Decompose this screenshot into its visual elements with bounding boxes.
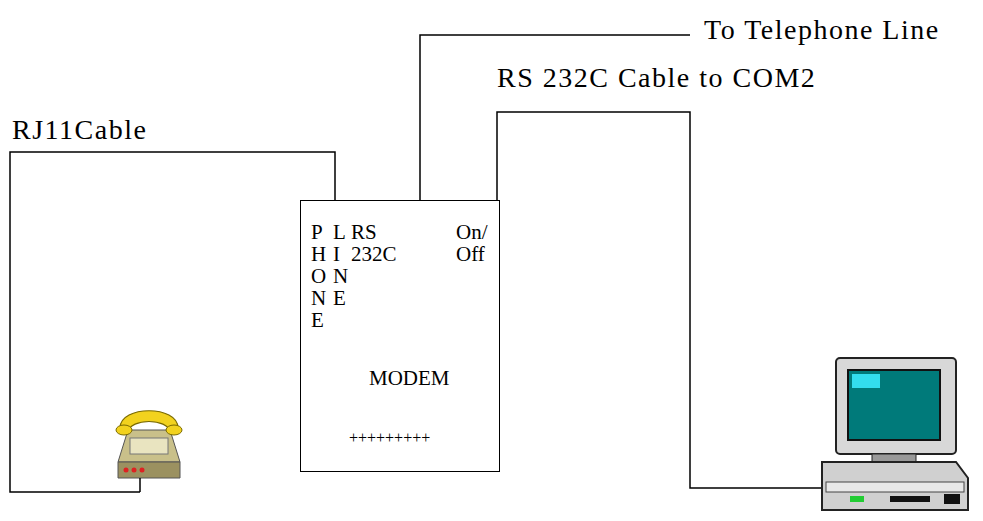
cable-lines xyxy=(10,35,830,492)
line-label: To Telephone Line xyxy=(704,14,940,46)
cable-label: RJ11Cable xyxy=(12,114,147,146)
telephone-line-wire xyxy=(420,35,690,200)
cable-label: RS 232C Cable to COM2 xyxy=(497,62,816,94)
rs232-cable-line xyxy=(497,112,830,488)
device-name: MODEM xyxy=(369,367,450,389)
switch-label: On/ Off xyxy=(456,221,488,265)
port-label: RS 232C xyxy=(351,221,397,265)
modem-box: P H O N E L I N ERS 232C On/ OffMODEM +++++… xyxy=(300,200,500,472)
computer-icon xyxy=(822,358,968,510)
vertical-port-label: P H O N E xyxy=(311,221,326,331)
telephone-icon xyxy=(116,411,182,492)
indicator-lights: +++++++++ xyxy=(349,427,430,449)
rj11-cable-line xyxy=(10,152,335,492)
vertical-port-label: L I N E xyxy=(333,221,348,309)
